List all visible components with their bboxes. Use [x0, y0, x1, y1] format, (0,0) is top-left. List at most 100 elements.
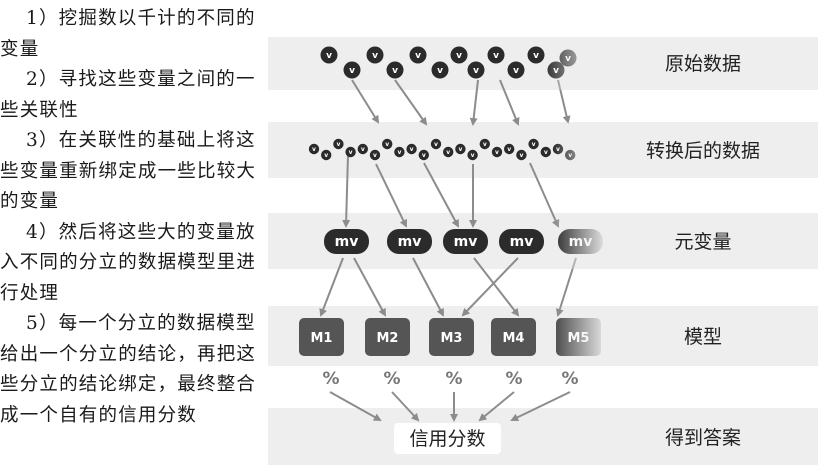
transformed-variable: v — [430, 138, 442, 150]
fade-meta — [553, 213, 608, 269]
band-label-meta: 元变量 — [674, 231, 731, 253]
svg-text:v: v — [312, 146, 316, 153]
meta-variable: mv — [499, 229, 544, 254]
flow-arrow — [461, 257, 519, 317]
step-3: 3）在关联性的基础上将这些变量重新绑定成一些比较大的变量 — [0, 130, 257, 212]
model-outputs: % % % % % — [322, 369, 578, 389]
svg-text:v: v — [493, 51, 499, 61]
percent-5: % — [561, 369, 578, 389]
transformed-variable: v — [357, 143, 368, 155]
model-m4: M4 — [491, 318, 536, 356]
svg-text:v: v — [458, 146, 462, 153]
svg-text:v: v — [349, 66, 355, 76]
svg-text:v: v — [544, 149, 548, 156]
flow-arrow — [469, 79, 479, 126]
svg-text:mv: mv — [454, 234, 478, 250]
svg-text:v: v — [473, 66, 479, 76]
raw-variable: v — [366, 46, 384, 64]
transformed-variable: v — [369, 149, 381, 161]
svg-text:v: v — [361, 146, 365, 153]
transformed-variable: v — [333, 138, 344, 150]
svg-text:v: v — [336, 141, 340, 148]
svg-text:mv: mv — [398, 234, 422, 250]
fade-model — [558, 306, 608, 366]
svg-text:v: v — [410, 146, 414, 153]
svg-text:v: v — [456, 51, 462, 61]
flow-arrow — [319, 257, 344, 317]
transformed-variable: v — [308, 143, 320, 155]
transformed-variable: v — [516, 149, 527, 161]
raw-variable: v — [467, 61, 485, 79]
percent-4: % — [505, 369, 522, 389]
svg-text:v: v — [519, 152, 523, 159]
flow-arrow — [375, 163, 407, 228]
svg-text:v: v — [372, 51, 378, 61]
flow-arrow — [423, 162, 459, 228]
raw-variable: v — [487, 46, 505, 64]
flow-arrow — [391, 391, 420, 422]
raw-variable: v — [527, 46, 545, 64]
flow-arrow — [478, 391, 515, 422]
svg-text:mv: mv — [510, 234, 534, 250]
flow-arrow — [499, 79, 520, 126]
svg-text:v: v — [495, 149, 499, 156]
step-5: 5）每一个分立的数据模型给出一个分立的结论，再把这些分立的结论绑定，最终整合成一… — [0, 313, 257, 426]
model-m1: M1 — [299, 318, 344, 356]
svg-text:v: v — [446, 149, 450, 156]
svg-text:v: v — [392, 66, 398, 76]
transformed-variable: v — [479, 138, 490, 150]
svg-text:v: v — [483, 141, 487, 148]
step-list: 1）挖掘数以千计的不同的变量 2）寻找这些变量之间的一些关联性 3）在关联性的基… — [0, 4, 262, 431]
step-2: 2）寻找这些变量之间的一些关联性 — [0, 69, 256, 121]
meta-variable: mv — [443, 229, 488, 254]
step-1: 1）挖掘数以千计的不同的变量 — [0, 8, 256, 60]
svg-text:M3: M3 — [441, 331, 463, 346]
transformed-variable: v — [467, 149, 478, 161]
transformed-variable: v — [528, 138, 539, 150]
transformed-variable: v — [540, 146, 551, 158]
transformed-variable: v — [418, 149, 429, 161]
svg-text:v: v — [471, 152, 475, 159]
transformed-variable: v — [443, 146, 454, 158]
percent-2: % — [383, 369, 400, 389]
percent-1: % — [322, 369, 339, 389]
svg-text:M1: M1 — [311, 331, 333, 346]
svg-text:v: v — [326, 51, 332, 61]
model-m3: M3 — [429, 318, 474, 356]
raw-variable: v — [343, 61, 361, 79]
svg-text:v: v — [415, 51, 421, 61]
svg-text:v: v — [397, 149, 401, 156]
flow-arrow — [353, 257, 386, 317]
svg-text:v: v — [434, 141, 438, 148]
model-m2: M2 — [365, 318, 410, 356]
svg-text:v: v — [349, 149, 353, 156]
raw-variable: v — [386, 61, 404, 79]
svg-text:v: v — [532, 141, 536, 148]
transformed-variable: v — [382, 138, 393, 150]
fade-transformed — [553, 122, 603, 178]
svg-text:v: v — [437, 66, 443, 76]
transformed-variable: v — [345, 146, 356, 158]
transformed-variable: v — [491, 146, 503, 158]
svg-text:M4: M4 — [503, 331, 525, 346]
transformed-variable: v — [455, 143, 466, 155]
svg-text:mv: mv — [335, 234, 359, 250]
percent-3: % — [445, 369, 462, 389]
transformed-variable: v — [394, 146, 405, 158]
band-label-answer: 得到答案 — [665, 427, 741, 449]
result-box: 信用分数 — [394, 423, 501, 454]
svg-text:v: v — [533, 51, 539, 61]
flow-arrow — [473, 257, 520, 317]
svg-text:v: v — [324, 152, 328, 159]
raw-variable: v — [450, 46, 468, 64]
credit-score-label: 信用分数 — [409, 428, 485, 450]
svg-text:v: v — [385, 141, 389, 148]
svg-text:v: v — [507, 146, 511, 153]
raw-variable: v — [507, 61, 525, 79]
svg-text:M2: M2 — [377, 331, 399, 346]
fade-raw — [543, 37, 603, 90]
meta-variable: mv — [324, 229, 369, 254]
transformed-variable: v — [321, 149, 332, 161]
svg-text:v: v — [513, 66, 519, 76]
